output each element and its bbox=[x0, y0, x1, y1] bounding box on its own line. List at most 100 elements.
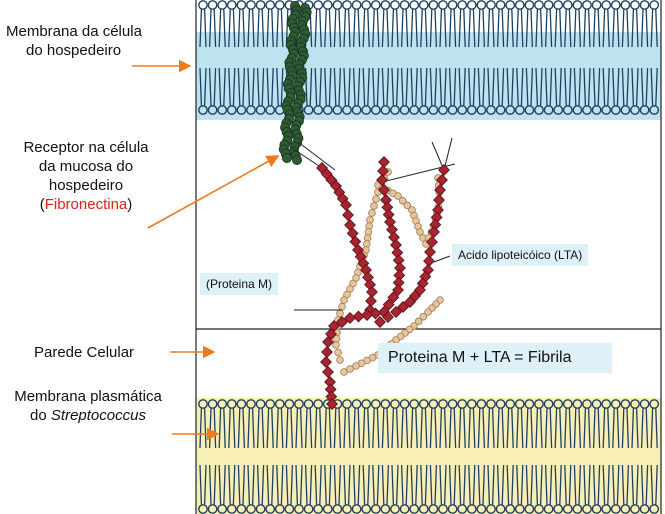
host-inner-lipid-head bbox=[342, 105, 352, 115]
host-outer-lipid-tail bbox=[621, 9, 630, 48]
host-inner-lipid-tail bbox=[218, 67, 226, 106]
host-inner-lipid-head bbox=[524, 105, 535, 115]
host-outer-lipid-head bbox=[447, 0, 458, 10]
protein-m-bead bbox=[365, 295, 377, 307]
host-inner-lipid-tail bbox=[256, 67, 265, 106]
bact-outer-lipid-head bbox=[246, 399, 256, 409]
fibronectin-bead bbox=[291, 154, 302, 165]
bact-inner-lipid-head bbox=[524, 504, 535, 514]
bact-outer-lipid-tail bbox=[333, 408, 342, 449]
bact-inner-lipid-head bbox=[543, 504, 554, 514]
bact-outer-lipid-tail bbox=[285, 408, 294, 449]
bact-inner-lipid-head bbox=[486, 504, 496, 514]
host-inner-lipid-tail bbox=[487, 67, 495, 106]
bact-inner-lipid-head bbox=[418, 504, 429, 514]
bact-inner-lipid-head bbox=[390, 504, 400, 514]
host-outer-lipid-head bbox=[562, 0, 573, 10]
host-inner-lipid-head bbox=[486, 105, 496, 115]
bact-inner-lipid-tail bbox=[554, 464, 562, 505]
host-outer-lipid-head bbox=[428, 0, 439, 10]
bact-outer-lipid-head bbox=[649, 399, 660, 409]
bact-outer-lipid-tail bbox=[612, 408, 620, 449]
host-outer-lipid-head bbox=[543, 0, 554, 10]
bact-inner-lipid-tail bbox=[314, 464, 322, 505]
plasma-membrane-lipids bbox=[198, 399, 660, 514]
host-outer-lipid-head bbox=[236, 0, 247, 10]
bact-inner-lipid-head bbox=[409, 504, 420, 514]
host-inner-lipid-tail bbox=[554, 67, 562, 106]
host-membrane-label-line1: Membrana da célula bbox=[6, 23, 142, 40]
bact-inner-lipid-head bbox=[361, 504, 372, 514]
host-inner-lipid-tail bbox=[516, 67, 524, 106]
bact-inner-lipid-head bbox=[198, 504, 208, 514]
lta-bead bbox=[338, 302, 346, 311]
bact-inner-lipid-head bbox=[639, 504, 650, 514]
bact-outer-lipid-head bbox=[409, 399, 420, 409]
bact-outer-lipid-tail bbox=[525, 408, 534, 449]
protein-m-bead bbox=[382, 298, 395, 311]
bact-outer-lipid-head bbox=[370, 399, 381, 409]
host-inner-lipid-head bbox=[380, 105, 391, 115]
bact-inner-lipid-tail bbox=[343, 464, 351, 505]
lta-bead bbox=[336, 356, 344, 364]
bact-inner-lipid-head bbox=[236, 504, 247, 514]
protein-m-bead bbox=[391, 246, 404, 259]
host-inner-lipid-tail bbox=[333, 67, 342, 106]
protein-m-bead bbox=[434, 184, 446, 196]
protein-m-label-box: (Proteina M) bbox=[200, 273, 279, 295]
host-outer-lipid-head bbox=[390, 0, 400, 10]
host-inner-lipid-head bbox=[303, 105, 314, 115]
bact-outer-lipid-tail bbox=[573, 408, 582, 449]
protein-m-bead bbox=[404, 296, 416, 308]
bact-outer-lipid-head bbox=[274, 399, 285, 409]
bact-outer-lipid-head bbox=[601, 399, 612, 409]
protein-m-bead bbox=[366, 286, 378, 298]
host-inner-lipid-head bbox=[610, 105, 621, 115]
bact-outer-lipid-tail bbox=[602, 408, 610, 449]
host-outer-lipid-tail bbox=[535, 9, 543, 48]
bact-inner-lipid-tail bbox=[496, 464, 505, 505]
bact-outer-lipid-tail bbox=[314, 408, 322, 449]
protein-m-bead bbox=[326, 398, 338, 410]
bact-inner-lipid-head bbox=[514, 504, 525, 514]
host-outer-lipid-tail bbox=[256, 9, 265, 48]
bact-inner-lipid-tail bbox=[333, 464, 342, 505]
host-inner-lipid-tail bbox=[448, 67, 457, 106]
bact-inner-lipid-tail bbox=[621, 464, 630, 505]
plasma-membrane-band bbox=[196, 398, 661, 514]
host-inner-lipid-tail bbox=[276, 67, 284, 106]
bact-inner-lipid-head bbox=[601, 504, 612, 514]
lta-bead bbox=[424, 308, 432, 316]
bact-outer-lipid-tail bbox=[496, 408, 505, 449]
protein-m-bead bbox=[352, 310, 365, 323]
bact-inner-lipid-head bbox=[582, 504, 592, 514]
host-outer-lipid-tail bbox=[237, 9, 246, 48]
bact-inner-lipid-tail bbox=[477, 464, 486, 505]
host-outer-lipid-tail bbox=[650, 9, 658, 48]
bact-inner-lipid-head bbox=[226, 504, 237, 514]
host-inner-lipid-tail bbox=[381, 67, 390, 106]
bact-outer-lipid-head bbox=[265, 399, 276, 409]
protein-m-bead bbox=[423, 255, 435, 267]
fibril-equation-box: Proteina M + LTA = Fibrila bbox=[378, 343, 612, 373]
host-outer-lipid-head bbox=[361, 0, 372, 10]
protein-m-bead bbox=[322, 336, 334, 348]
host-inner-lipid-head bbox=[639, 105, 650, 115]
bact-inner-lipid-head bbox=[380, 504, 391, 514]
bact-inner-lipid-tail bbox=[247, 464, 255, 505]
host-inner-lipid-head bbox=[601, 105, 612, 115]
bact-outer-lipid-head bbox=[361, 399, 372, 409]
host-outer-lipid-tail bbox=[324, 9, 332, 48]
host-outer-lipid-head bbox=[409, 0, 420, 10]
bact-outer-lipid-head bbox=[313, 399, 324, 409]
bact-outer-lipid-tail bbox=[448, 408, 457, 449]
host-inner-lipid-tail bbox=[314, 67, 322, 106]
host-inner-lipid-tail bbox=[602, 67, 610, 106]
host-outer-lipid-tail bbox=[640, 9, 649, 48]
bact-outer-lipid-tail bbox=[592, 408, 601, 449]
bact-inner-lipid-head bbox=[207, 504, 218, 514]
bact-inner-lipid-head bbox=[562, 504, 573, 514]
bact-outer-lipid-tail bbox=[439, 408, 447, 449]
host-outer-lipid-head bbox=[495, 0, 506, 10]
bact-outer-lipid-head bbox=[514, 399, 525, 409]
